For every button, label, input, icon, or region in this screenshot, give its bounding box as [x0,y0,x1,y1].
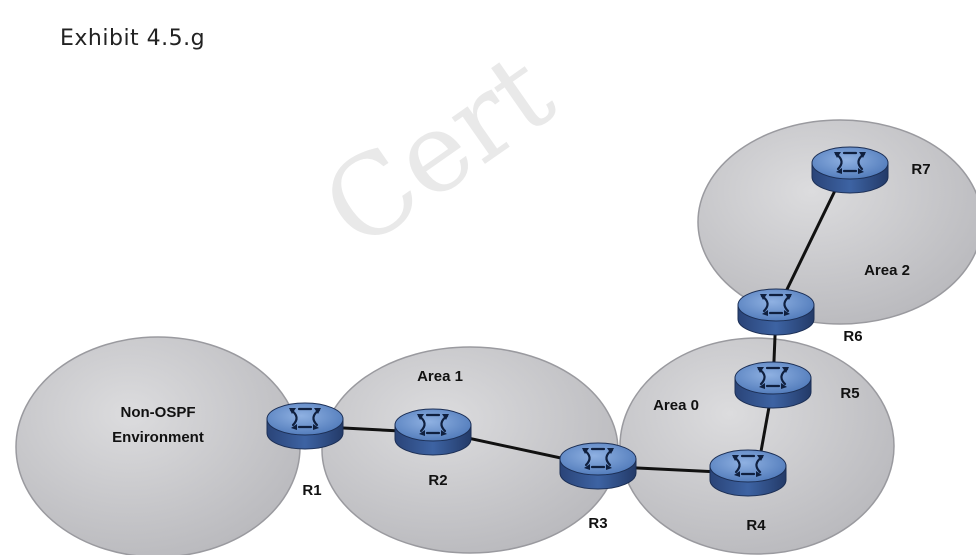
watermark-text: Cert [300,27,575,273]
exhibit-title: Exhibit 4.5.g [60,26,206,51]
area-1-label: Area 1 [417,368,463,385]
router-r2-label: R2 [428,472,447,489]
router-r3-icon [558,441,638,491]
non-ospf-label-line1: Non-OSPF [121,404,196,421]
link-r6-r7 [774,169,847,313]
router-r6-icon [736,287,816,337]
router-r1-label: R1 [302,482,321,499]
non-ospf-label-line2: Environment [112,429,204,446]
router-r5-icon [733,360,813,410]
non-ospf-area [15,336,301,555]
router-r7-icon [810,145,890,195]
router-r2-icon [393,407,473,457]
area-2 [697,119,976,325]
router-r4-icon [708,448,788,498]
router-r3-label: R3 [588,515,607,532]
area-0-label: Area 0 [653,397,699,414]
area-2-label: Area 2 [864,262,910,279]
router-r5-label: R5 [840,385,859,402]
router-r1-icon [265,401,345,451]
router-r4-label: R4 [746,517,766,534]
router-r6-label: R6 [843,328,862,345]
router-r7-label: R7 [911,161,930,178]
